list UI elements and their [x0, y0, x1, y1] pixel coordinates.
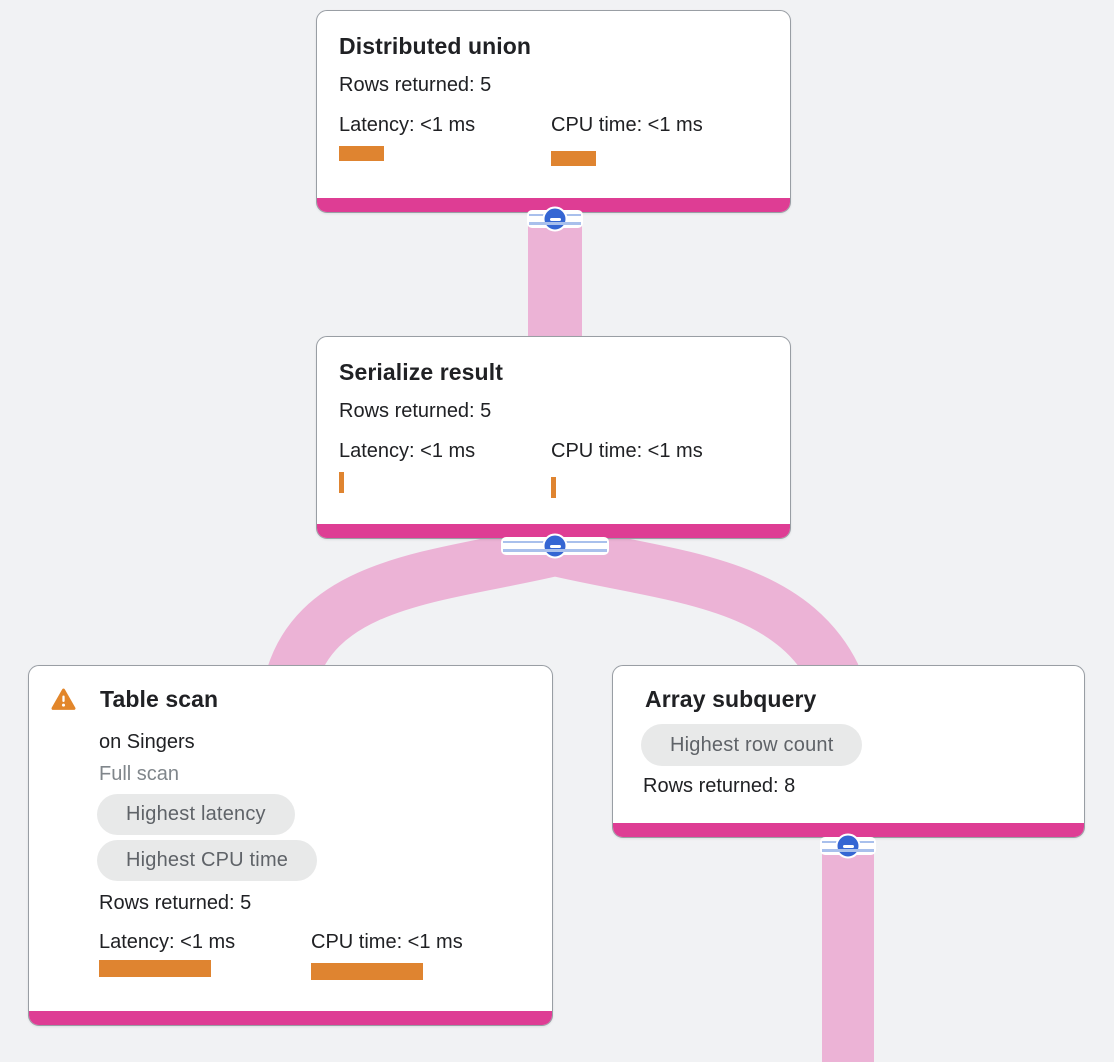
- node-array-subquery[interactable]: Array subquery Highest row count Rows re…: [612, 665, 1085, 838]
- cpu-time-bar: [551, 151, 596, 166]
- rows-returned: Rows returned: 5: [99, 892, 252, 914]
- node-subtitle: on Singers: [99, 731, 195, 753]
- rows-returned: Rows returned: 8: [643, 775, 796, 797]
- badge-highest-latency: Highest latency: [97, 794, 295, 835]
- node-table-scan[interactable]: Table scan on Singers Full scan Highest …: [28, 665, 553, 1026]
- latency-label: Latency: <1 ms: [339, 440, 476, 462]
- cpu-time-bar: [311, 963, 423, 980]
- metrics-row: Latency: <1 ms CPU time: <1 ms: [339, 438, 770, 498]
- cpu-time-label: CPU time: <1 ms: [311, 931, 463, 953]
- rows-returned: Rows returned: 5: [339, 74, 492, 96]
- warning-icon: [51, 688, 76, 711]
- badge-highest-row-count: Highest row count: [641, 724, 863, 766]
- badge-highest-cpu-time: Highest CPU time: [97, 840, 318, 881]
- node-distributed-union[interactable]: Distributed union Rows returned: 5 Laten…: [316, 10, 791, 213]
- node-note: Full scan: [99, 763, 180, 785]
- latency-metric: Latency: <1 ms: [99, 929, 311, 980]
- minus-icon: [542, 206, 568, 232]
- cpu-time-bar: [551, 477, 556, 498]
- latency-bar: [99, 960, 211, 977]
- metrics-row: Latency: <1 ms CPU time: <1 ms: [99, 929, 532, 980]
- cpu-time-metric: CPU time: <1 ms: [311, 929, 523, 980]
- latency-label: Latency: <1 ms: [99, 931, 236, 953]
- latency-metric: Latency: <1 ms: [339, 112, 551, 166]
- node-title: Distributed union: [339, 33, 532, 59]
- node-accent-bar: [613, 823, 1084, 837]
- collapse-button-distributed-union[interactable]: [527, 206, 583, 232]
- rows-returned: Rows returned: 5: [339, 400, 492, 422]
- node-accent-bar: [317, 198, 790, 212]
- metrics-row: Latency: <1 ms CPU time: <1 ms: [339, 112, 770, 166]
- edge-serialize-to-tablescan: [267, 524, 561, 686]
- node-title: Serialize result: [339, 359, 503, 385]
- node-title: Array subquery: [645, 686, 817, 712]
- minus-icon: [835, 833, 861, 859]
- latency-metric: Latency: <1 ms: [339, 438, 551, 498]
- collapse-button-array-subquery[interactable]: [820, 833, 876, 859]
- node-title: Table scan: [100, 686, 219, 712]
- node-accent-bar: [29, 1011, 552, 1025]
- cpu-time-metric: CPU time: <1 ms: [551, 438, 763, 498]
- latency-bar: [339, 146, 384, 161]
- edge-serialize-to-arraysubquery: [549, 524, 859, 689]
- node-serialize-result[interactable]: Serialize result Rows returned: 5 Latenc…: [316, 336, 791, 539]
- minus-icon: [542, 533, 568, 559]
- latency-bar: [339, 472, 344, 493]
- collapse-button-serialize-result[interactable]: [501, 533, 609, 559]
- cpu-time-label: CPU time: <1 ms: [551, 440, 703, 462]
- cpu-time-metric: CPU time: <1 ms: [551, 112, 763, 166]
- node-accent-bar: [317, 524, 790, 538]
- node-header: Table scan: [51, 684, 532, 714]
- cpu-time-label: CPU time: <1 ms: [551, 114, 703, 136]
- edge-arraysubquery-to-child: [822, 826, 874, 1062]
- latency-label: Latency: <1 ms: [339, 114, 476, 136]
